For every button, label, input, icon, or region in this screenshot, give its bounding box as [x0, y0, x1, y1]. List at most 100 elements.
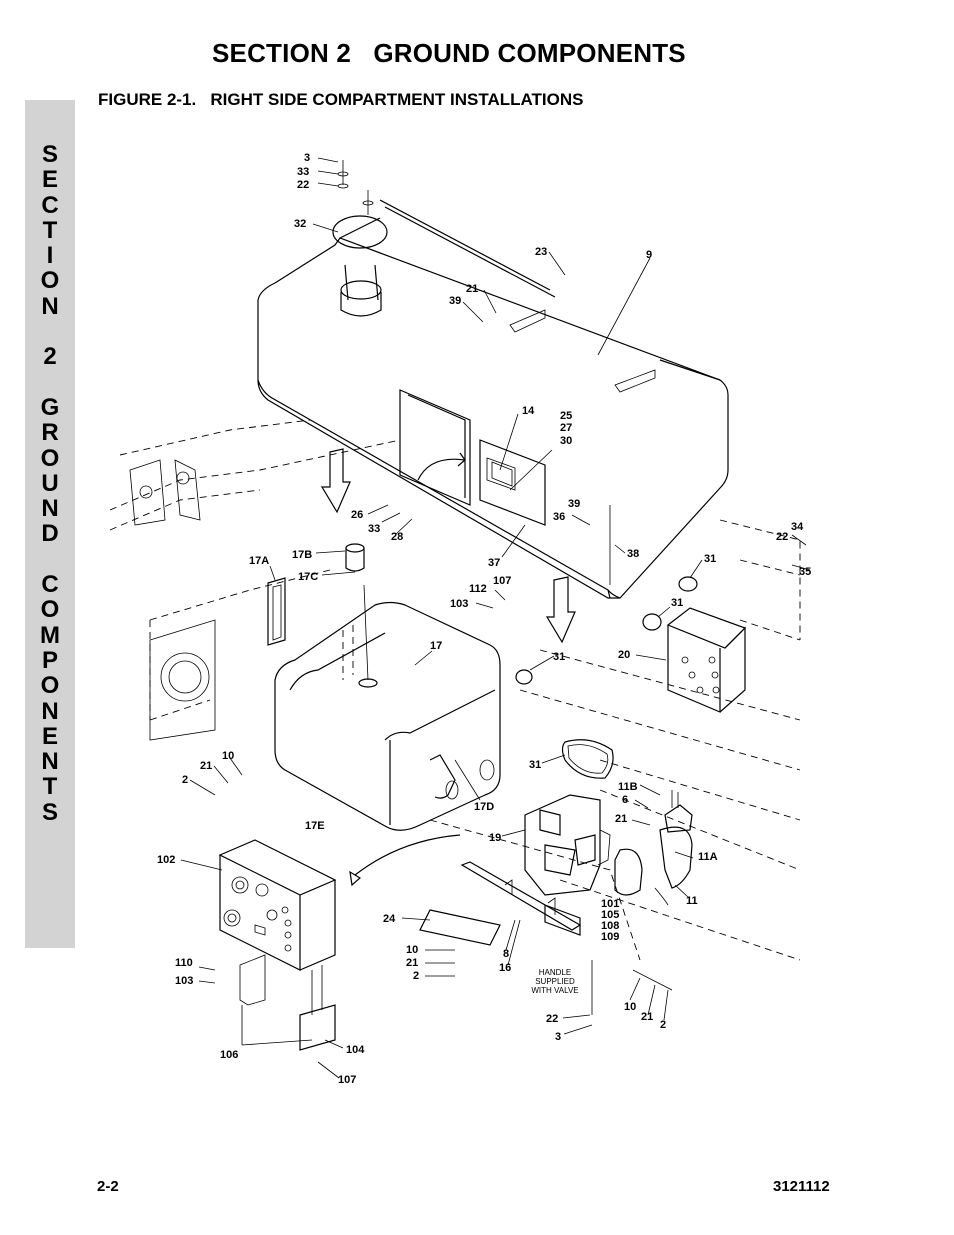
callout-label: 28: [391, 531, 403, 543]
side-tab-letter: T: [42, 216, 58, 244]
side-tab-letter: C: [41, 571, 59, 599]
callout-label: 33: [297, 166, 309, 178]
callout-label: 10: [406, 944, 418, 956]
side-tab-letter: M: [40, 621, 60, 649]
callout-label: 17C: [298, 571, 318, 583]
callout-label: 34: [791, 521, 804, 533]
callout-label: 101: [601, 898, 619, 910]
callout-label: 105: [601, 909, 619, 921]
handle-and-bracket: [419, 861, 582, 946]
side-tab-letter: P: [41, 646, 58, 674]
callout-label: 39: [568, 498, 580, 510]
callout-label: 9: [646, 249, 652, 261]
valve-block: [666, 607, 747, 713]
callout-leader-lines: [180, 157, 811, 1079]
side-tab-letter: S: [41, 141, 58, 168]
side-tab-letter: C: [41, 191, 59, 219]
section-title: SECTION 2 GROUND COMPONENTS: [212, 38, 686, 68]
callout-label: 26: [351, 509, 363, 521]
callout-label: 11: [686, 895, 698, 907]
callout-label: 17D: [474, 801, 494, 813]
side-tab-letter: N: [41, 697, 59, 725]
callout-label: 21: [406, 957, 418, 969]
callout-label: 31: [553, 651, 565, 663]
figure-title: FIGURE 2-1. RIGHT SIDE COMPARTMENT INSTA…: [98, 90, 584, 109]
callout-label: 17: [430, 640, 442, 652]
callout-label: 6: [622, 794, 628, 806]
document-number: 3121112: [773, 1178, 830, 1195]
side-tab-letter: E: [41, 722, 58, 750]
callout-label: 102: [157, 854, 175, 866]
side-tab-letter: O: [40, 444, 60, 472]
callout-label: 31: [529, 759, 541, 771]
handle-note-line-2: SUPPLIED: [535, 977, 575, 986]
callout-label: 24: [383, 913, 396, 925]
side-tab-letter: S: [41, 798, 58, 826]
callout-label: 21: [615, 813, 627, 825]
callout-label: 10: [222, 750, 234, 762]
callout-label: 8: [503, 948, 509, 960]
electrical-box: [218, 839, 337, 1051]
callout-label: 109: [601, 931, 619, 943]
callout-label: 38: [627, 548, 639, 560]
side-tab-letter: O: [40, 596, 60, 624]
callout-label: 3: [304, 152, 310, 164]
handle-note-line-1: HANDLE: [539, 968, 571, 977]
callout-label: 22: [776, 531, 788, 543]
callout-label: 23: [535, 246, 547, 258]
side-tab-letter: G: [40, 393, 60, 421]
pump-valve-assembly: [524, 790, 693, 906]
handle-supplied-note: HANDLE SUPPLIED WITH VALVE: [531, 968, 578, 995]
o-rings: [515, 576, 698, 779]
callout-label: 106: [220, 1049, 238, 1061]
handle-note-line-3: WITH VALVE: [531, 986, 578, 995]
callout-label: 33: [368, 523, 380, 535]
callout-label: 30: [560, 435, 572, 447]
hydraulic-tank: [267, 543, 501, 831]
callout-label: 25: [560, 410, 572, 422]
callout-label: 31: [671, 597, 683, 609]
side-tab-letter: U: [41, 469, 59, 497]
side-tab-letter: R: [41, 419, 59, 447]
callout-label: 17E: [305, 820, 325, 832]
callout-label: 31: [704, 553, 716, 565]
callout-label: 2: [182, 774, 188, 786]
callout-label: 35: [799, 566, 811, 578]
callout-label: 103: [450, 598, 468, 610]
callout-label: 21: [466, 283, 478, 295]
side-tab-letter: O: [40, 672, 60, 700]
callout-label: 17A: [249, 555, 269, 567]
callout-label: 11B: [618, 781, 638, 793]
callout-label: 107: [493, 575, 511, 587]
callout-label: 110: [175, 957, 193, 969]
callout-label: 3: [555, 1031, 561, 1043]
callout-label: 11A: [698, 851, 718, 863]
side-tab-letter: N: [41, 495, 59, 523]
compartment-cover: [257, 199, 729, 599]
side-tab-letter: D: [41, 520, 59, 548]
callout-label: 37: [488, 557, 500, 569]
callout-label: 22: [297, 179, 309, 191]
callout-label: 16: [499, 962, 511, 974]
chassis-frame: [109, 419, 801, 961]
callout-label: 27: [560, 422, 572, 434]
side-tab-letter: N: [41, 292, 59, 320]
side-tab-letter: N: [41, 748, 59, 776]
callout-label: 36: [553, 511, 565, 523]
callout-label: 108: [601, 920, 619, 932]
callout-label: 21: [641, 1011, 653, 1023]
callout-label: 2: [660, 1019, 666, 1031]
callout-label: 107: [338, 1074, 356, 1086]
callout-label: 2: [413, 970, 419, 982]
callout-label: 17B: [292, 549, 312, 561]
callout-label: 104: [346, 1044, 365, 1056]
side-tab-letter: O: [40, 267, 60, 295]
assembly-direction-arrows: [320, 448, 576, 887]
callout-label: 10: [624, 1001, 636, 1013]
callout-label: 22: [546, 1013, 558, 1025]
callout-label: 21: [200, 760, 212, 772]
callout-label: 39: [449, 295, 461, 307]
